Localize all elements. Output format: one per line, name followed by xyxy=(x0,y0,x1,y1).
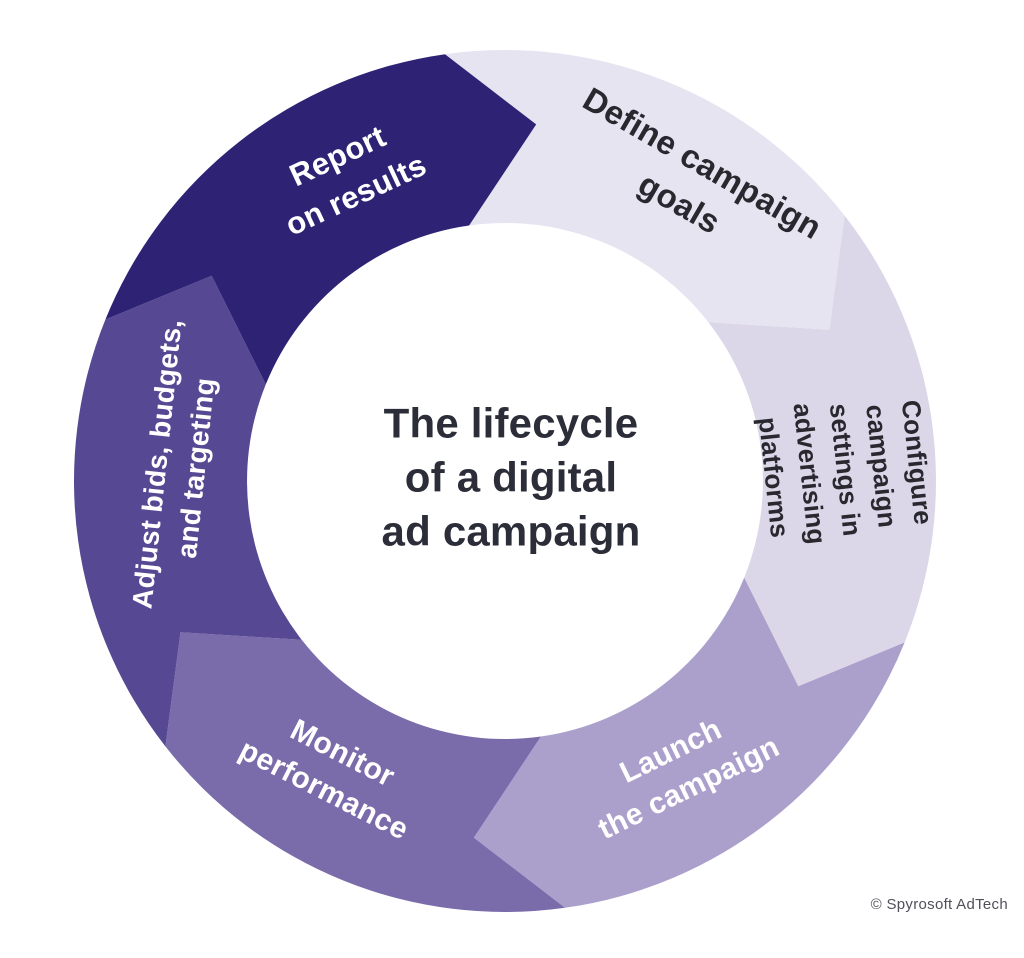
segment-label-configure-campaign-settings: Configure campaign settings in advertisi… xyxy=(753,398,939,546)
segment-launch-the-campaign xyxy=(473,577,905,908)
diagram-title: The lifecycle of a digital ad campaign xyxy=(381,399,641,554)
copyright-credit: © Spyrosoft AdTech xyxy=(870,896,1008,913)
segment-report-on-results xyxy=(105,54,537,385)
segment-define-campaign-goals xyxy=(445,50,845,330)
segment-monitor-performance xyxy=(165,632,565,912)
segment-adjust-bids-budgets-targeting xyxy=(73,275,302,747)
segment-configure-campaign-settings xyxy=(708,215,937,687)
